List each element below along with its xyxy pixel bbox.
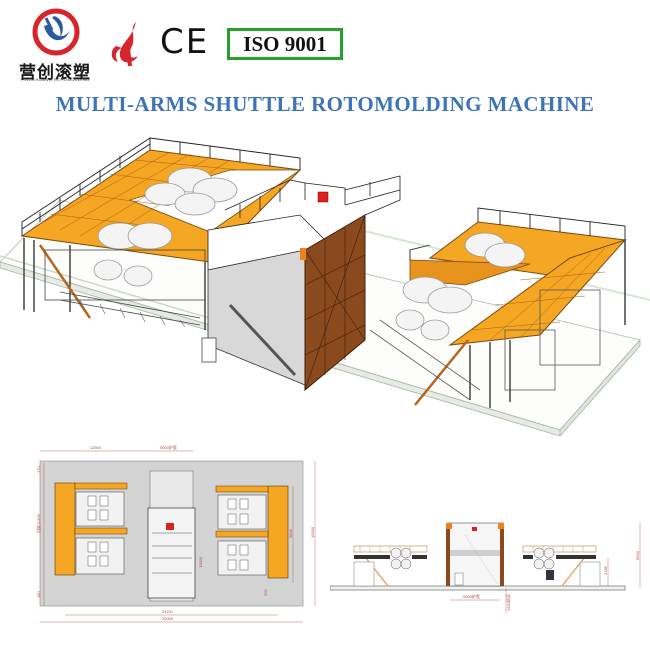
- left-molds: [93, 167, 238, 287]
- page-title: MULTI-ARMS SHUTTLE ROTOMOLDING MACHINE: [55, 92, 595, 116]
- left-ladder: [38, 244, 92, 319]
- brand-name-cn: 营创滚塑: [19, 63, 91, 83]
- elev-right-station: [522, 545, 601, 587]
- burner-unit: [317, 191, 329, 203]
- oven: [201, 175, 401, 392]
- control-cabinet: [201, 337, 217, 363]
- svg-text:170: 170: [36, 466, 41, 473]
- iso-9001-badge: ISO 9001: [227, 28, 343, 60]
- svg-text:5000炉宽: 5000炉宽: [463, 593, 480, 599]
- svg-text:30000: 30000: [162, 616, 174, 621]
- svg-text:5000炉宽: 5000炉宽: [160, 444, 177, 450]
- ccc-flame-icon: [111, 22, 139, 66]
- oven-stairs: [228, 303, 297, 377]
- right-ladder: [414, 339, 469, 406]
- svg-text:180: 180: [36, 591, 41, 598]
- svg-text:12500: 12500: [90, 445, 102, 450]
- plan-view-drawing: 12500 5000炉宽 机架11300 180 170 5800 15500 …: [35, 444, 316, 623]
- svg-text:2950坑深: 2950坑深: [505, 594, 511, 611]
- elev-left-station: [353, 545, 428, 587]
- brand-name-en: YINGCHUANG ROTOMOLDING: [20, 77, 90, 82]
- svg-text:10000: 10000: [198, 556, 203, 568]
- svg-text:5800: 5800: [288, 528, 293, 538]
- right-molds: [395, 232, 526, 341]
- svg-text:200: 200: [263, 589, 268, 596]
- svg-text:15500: 15500: [310, 526, 315, 538]
- svg-text:2785: 2785: [603, 565, 608, 575]
- elevation-view-drawing: 6500 2785 5000炉宽 2950坑深: [330, 522, 641, 613]
- svg-text:24231: 24231: [162, 609, 174, 614]
- ce-mark: CE: [160, 22, 210, 62]
- svg-text:机架11300: 机架11300: [35, 513, 41, 533]
- left-arm-frame: [44, 249, 206, 328]
- yingchuang-logo-icon: [32, 8, 80, 56]
- svg-text:6500: 6500: [635, 550, 640, 560]
- right-arm-frame: [369, 289, 601, 401]
- machine-3d-render: [0, 137, 650, 436]
